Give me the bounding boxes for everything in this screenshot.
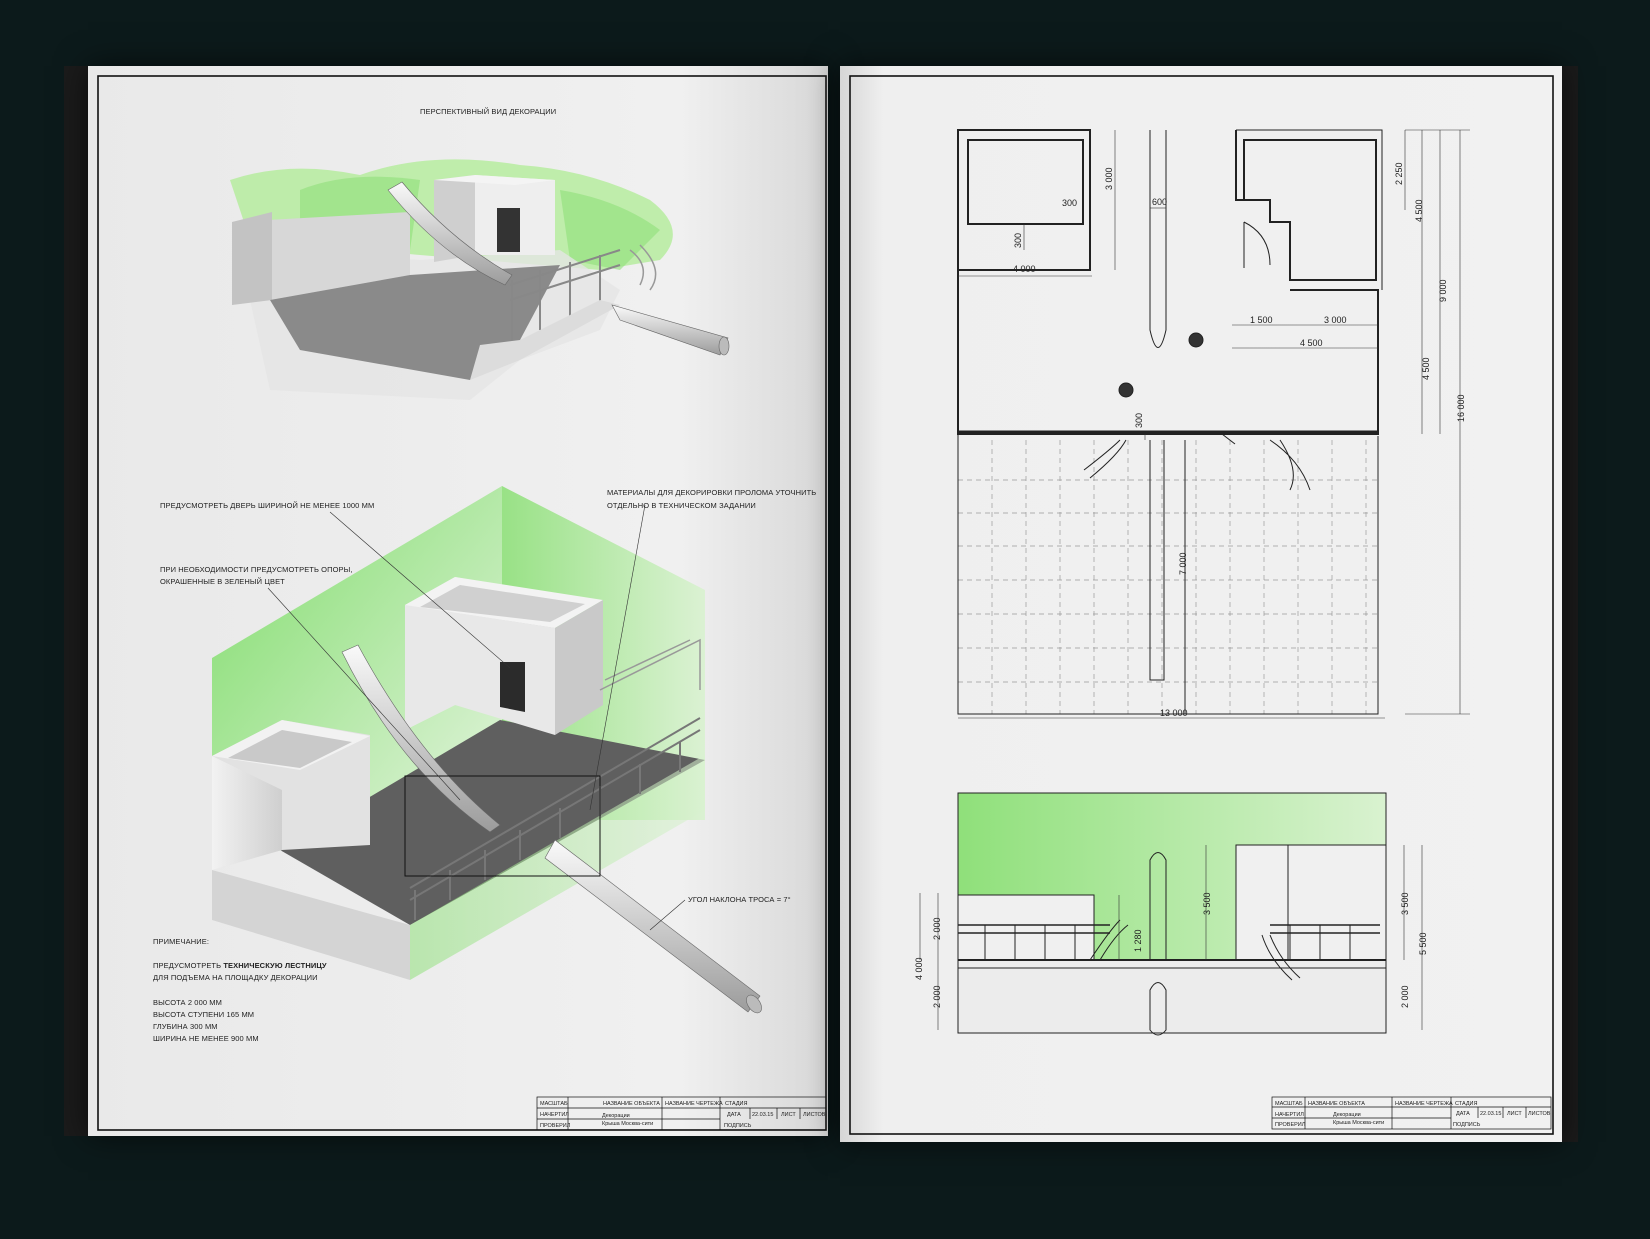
right-frame — [849, 75, 1554, 1135]
floor-plan — [957, 129, 1383, 715]
tb-left-object-label: НАЗВАНИЕ ОБЪЕКТА — [603, 1101, 660, 1107]
tb-right-date: 22.03.15 — [1480, 1111, 1501, 1117]
elev-dim-3500b: 3 500 — [1400, 892, 1410, 915]
callout-materials-2: ОТДЕЛЬНО В ТЕХНИЧЕСКОМ ЗАДАНИИ — [607, 501, 756, 510]
tb-left-date-label: ДАТА — [727, 1112, 741, 1118]
elev-dim-2000c: 2 000 — [1400, 985, 1410, 1008]
plan-dim-4500c: 4 500 — [1421, 357, 1431, 380]
tb-left-sheets: ЛИСТОВ — [803, 1112, 826, 1118]
tb-right-drawing-label: НАЗВАНИЕ ЧЕРТЕЖА — [1395, 1101, 1453, 1107]
tb-left-stage: СТАДИЯ — [725, 1101, 747, 1107]
tb-right-stage: СТАДИЯ — [1455, 1101, 1477, 1107]
note-line1-prefix: ПРЕДУСМОТРЕТЬ — [153, 961, 223, 970]
tb-right-sheets: ЛИСТОВ — [1528, 1111, 1551, 1117]
callout-supports-1: ПРИ НЕОБХОДИМОСТИ ПРЕДУСМОТРЕТЬ ОПОРЫ, — [160, 565, 353, 574]
note-height: ВЫСОТА 2 000 ММ — [153, 998, 222, 1007]
callout-cable: УГОЛ НАКЛОНА ТРОСА = 7° — [688, 895, 791, 904]
plan-dim-7000: 7 000 — [1178, 552, 1188, 575]
plan-dimension-lines — [958, 129, 1470, 719]
elev-dim-2000a: 2 000 — [932, 917, 942, 940]
plan-dim-4500a: 4 500 — [1414, 199, 1424, 222]
plan-dim-300a: 300 — [1062, 198, 1077, 208]
note-line2: ДЛЯ ПОДЪЕМА НА ПЛОЩАДКУ ДЕКОРАЦИИ — [153, 973, 318, 982]
plan-dim-3000a: 3 000 — [1104, 167, 1114, 190]
perspective-sketch — [230, 159, 730, 400]
elev-dim-5500: 5 500 — [1418, 932, 1428, 955]
tb-right-checked: ПРОВЕРИЛ — [1275, 1122, 1306, 1128]
note-depth: ГЛУБИНА 300 ММ — [153, 1022, 218, 1031]
callout-supports-2: ОКРАШЕННЫЕ В ЗЕЛЕНЫЙ ЦВЕТ — [160, 577, 285, 586]
elevation-drawing — [919, 792, 1423, 1036]
elev-dim-4000: 4 000 — [914, 957, 924, 980]
note-line1-bold: ТЕХНИЧЕСКУЮ ЛЕСТНИЦУ — [223, 961, 327, 970]
note-title: ПРИМЕЧАНИЕ: — [153, 937, 209, 946]
left-title-block — [536, 1096, 827, 1131]
callout-materials-1: МАТЕРИАЛЫ ДЛЯ ДЕКОРИРОВКИ ПРОЛОМА УТОЧНИ… — [607, 488, 816, 497]
plan-dim-600: 600 — [1152, 197, 1167, 207]
tb-right-object-label: НАЗВАНИЕ ОБЪЕКТА — [1308, 1101, 1365, 1107]
plan-dim-9000: 9 000 — [1438, 279, 1448, 302]
plan-dim-16000: 16 000 — [1456, 394, 1466, 422]
isometric-drawing — [212, 486, 762, 1014]
elev-dim-2000b: 2 000 — [932, 985, 942, 1008]
plan-dim-13000: 13 000 — [1160, 708, 1188, 718]
note-line1: ПРЕДУСМОТРЕТЬ ТЕХНИЧЕСКУЮ ЛЕСТНИЦУ — [153, 961, 327, 970]
tb-left-object-2: Крыша Москва-сити — [602, 1121, 653, 1127]
elev-dim-1280: 1 280 — [1133, 929, 1143, 952]
perspective-title: ПЕРСПЕКТИВНЫЙ ВИД ДЕКОРАЦИИ — [420, 107, 556, 116]
tb-left-drawn: НАЧЕРТИЛ — [540, 1112, 569, 1118]
tb-right-object-1: Декорации — [1333, 1112, 1361, 1118]
tb-right-scale: МАСШТАБ — [1275, 1101, 1303, 1107]
tb-left-object-1: Декорации — [602, 1113, 630, 1119]
tb-right-sheet: ЛИСТ — [1507, 1111, 1522, 1117]
elev-dim-3500a: 3 500 — [1202, 892, 1212, 915]
right-title-block — [1271, 1096, 1552, 1130]
plan-dim-300c: 300 — [1134, 413, 1144, 428]
left-page-edge — [64, 66, 90, 1136]
tb-left-drawing-label: НАЗВАНИЕ ЧЕРТЕЖА — [665, 1101, 723, 1107]
note-step: ВЫСОТА СТУПЕНИ 165 ММ — [153, 1010, 254, 1019]
plan-dim-1500: 1 500 — [1250, 315, 1273, 325]
plan-dim-4500b: 4 500 — [1300, 338, 1323, 348]
tb-left-scale: МАСШТАБ — [540, 1101, 568, 1107]
tb-left-sheet: ЛИСТ — [781, 1112, 796, 1118]
left-frame — [97, 75, 827, 1131]
plan-dim-3000b: 3 000 — [1324, 315, 1347, 325]
tb-left-date: 22.03.15 — [752, 1112, 773, 1118]
tb-right-drawn: НАЧЕРТИЛ — [1275, 1112, 1304, 1118]
plan-dim-2250: 2 250 — [1394, 162, 1404, 185]
tb-left-signature: ПОДПИСЬ — [724, 1123, 752, 1129]
tb-right-object-2: Крыша Москва-сити — [1333, 1120, 1384, 1126]
note-width: ШИРИНА НЕ МЕНЕЕ 900 ММ — [153, 1034, 259, 1043]
tb-left-checked: ПРОВЕРИЛ — [540, 1123, 571, 1129]
tb-right-date-label: ДАТА — [1456, 1111, 1470, 1117]
right-page-edge — [1560, 66, 1578, 1142]
tb-right-signature: ПОДПИСЬ — [1453, 1122, 1481, 1128]
plan-dim-300b: 300 — [1013, 233, 1023, 248]
callout-door: ПРЕДУСМОТРЕТЬ ДВЕРЬ ШИРИНОЙ НЕ МЕНЕЕ 100… — [160, 501, 374, 510]
plan-dim-4000: 4 000 — [1013, 264, 1036, 274]
